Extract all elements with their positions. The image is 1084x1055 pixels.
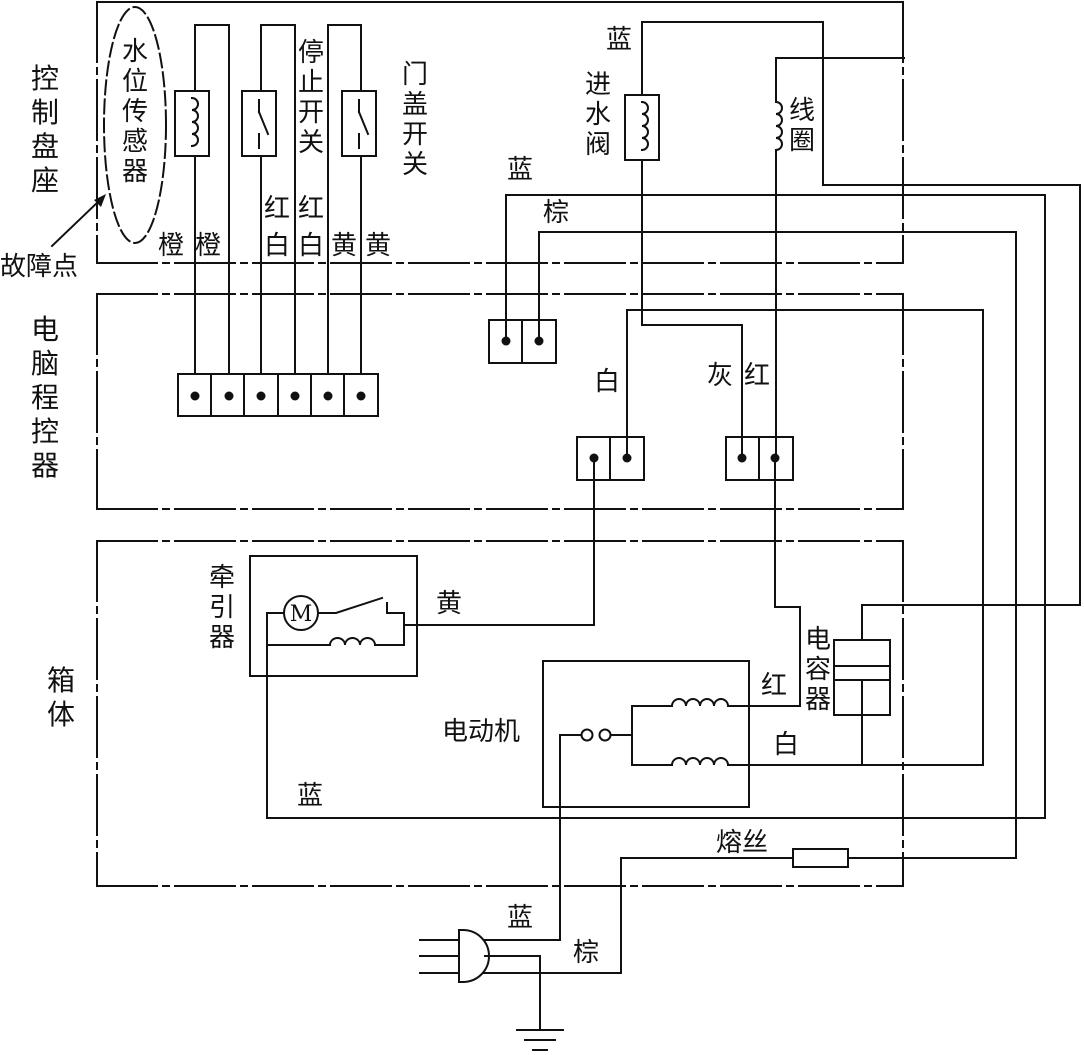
motor-box <box>479 660 750 941</box>
terminal-strip-6 <box>177 373 379 417</box>
computer-controller-box <box>96 293 904 510</box>
inlet-valve-symbol <box>624 94 660 161</box>
wire-label-white-ctrl: 白 <box>594 367 621 397</box>
wire-label-brown-plug: 棕 <box>573 938 600 968</box>
capacitor-symbol <box>746 639 891 766</box>
door-lid-switch-label: 门盖开关 <box>401 60 428 180</box>
wire-label-blue-plug: 蓝 <box>507 903 534 933</box>
coil-symbol <box>774 100 783 152</box>
control-panel-label: 控制盘座 <box>30 62 59 197</box>
wire-label-orange-1: 橙 <box>158 231 185 261</box>
wire-label-red-ctrl: 红 <box>744 361 771 391</box>
water-level-sensor-highlight <box>103 6 167 244</box>
plug-symbol <box>419 929 564 1051</box>
cabinet-box <box>96 540 904 887</box>
motor-m-label: M <box>290 602 313 627</box>
terminal-pair-c <box>725 436 794 481</box>
terminal-dots-pairs <box>501 336 780 463</box>
wire-label-red-stop: 红 <box>264 194 291 224</box>
wire-label-red-door: 红 <box>298 194 325 224</box>
cabinet-label: 箱体 <box>46 664 75 731</box>
motor-label: 电动机 <box>442 717 521 747</box>
wire-label-white-motor: 白 <box>773 730 800 760</box>
wire-label-blue-valve: 蓝 <box>606 25 633 55</box>
tractor-label: 牵引器 <box>208 563 235 653</box>
wire-label-yellow-1: 黄 <box>331 231 358 261</box>
stop-switch-label: 停止开关 <box>297 38 324 158</box>
wire-label-brown-panel: 棕 <box>543 198 570 228</box>
computer-controller-label: 电脑程控器 <box>30 313 59 482</box>
fuse-label: 熔丝 <box>716 828 769 858</box>
control-panel-box <box>96 1 904 264</box>
water-level-sensor-loop <box>174 24 230 391</box>
panel-wires <box>266 21 1081 859</box>
wire-label-blue-cabinet: 蓝 <box>297 781 324 811</box>
tractor-box <box>249 555 418 677</box>
stop-switch-loop <box>241 24 296 391</box>
wire-label-orange-2: 橙 <box>195 231 222 261</box>
door-lid-switch-loop <box>327 24 377 391</box>
wire-label-yellow-2: 黄 <box>365 231 392 261</box>
fault-point-label: 故障点 <box>0 252 79 282</box>
terminal-pair-a <box>488 319 557 364</box>
terminal-pair-b <box>576 436 645 481</box>
capacitor-label: 电容器 <box>804 625 831 715</box>
wire-label-red-motor: 红 <box>761 671 788 701</box>
terminal-dots-6 <box>190 391 366 401</box>
fuse-symbol <box>479 848 849 974</box>
inlet-valve-label: 进水阀 <box>584 70 611 160</box>
wire-label-yellow-tractor: 黄 <box>436 589 463 619</box>
wire-label-white-door: 白 <box>298 231 325 261</box>
wire-label-white-stop: 白 <box>264 231 291 261</box>
fault-arrow <box>50 194 106 248</box>
wire-label-gray-ctrl: 灰 <box>707 361 734 391</box>
water-level-sensor-label: 水位传感器 <box>121 37 148 187</box>
coil-label: 线圈 <box>788 96 815 156</box>
wire-label-blue-panel: 蓝 <box>507 155 534 185</box>
